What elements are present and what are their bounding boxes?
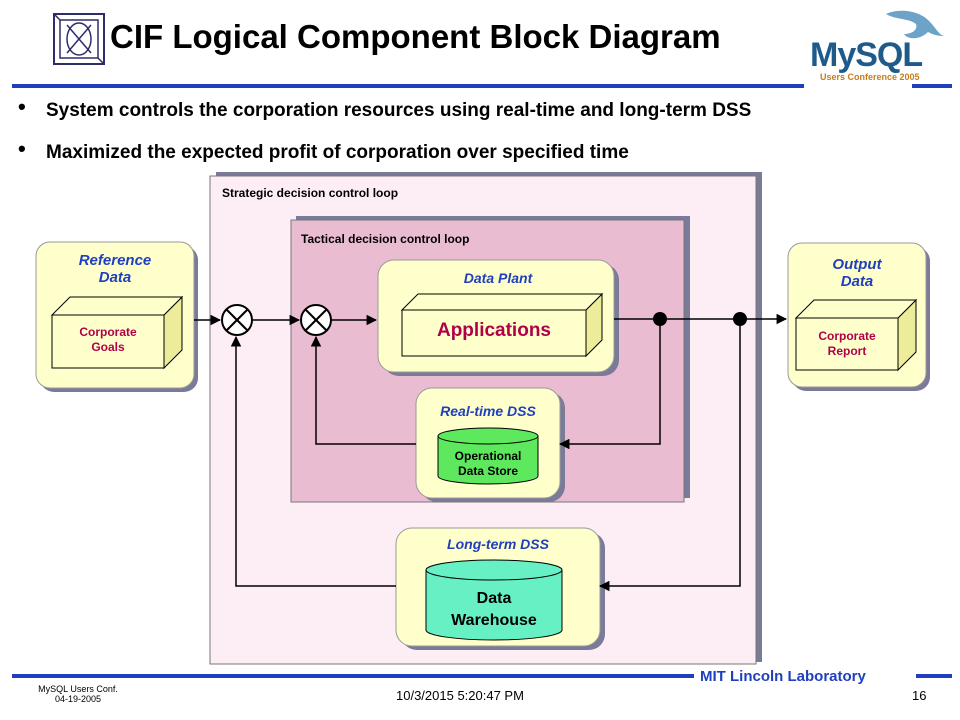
corporate-goals-top (50, 296, 184, 316)
conference-label: MySQL Users Conf. 04-19-2005 (18, 684, 138, 704)
data-plant-title: Data Plant (463, 270, 533, 286)
mysql-logo-subtext: Users Conference 2005 (820, 72, 920, 82)
operational-data-store-label: Operational Data Store (438, 449, 538, 479)
applications-box (401, 309, 587, 357)
corporate-report-top (794, 299, 918, 319)
output-data-title-line2: Data (840, 273, 874, 290)
tactical-loop-label: Tactical decision control loop (301, 232, 470, 246)
feedback-realtime-to-junction (310, 335, 416, 445)
corporate-goals-line2: Goals (91, 340, 125, 354)
conference-line2: 04-19-2005 (54, 694, 102, 704)
corporate-goals-box (51, 314, 165, 369)
operational-data-store-top (437, 427, 539, 445)
corporate-goals-line1: Corporate (79, 325, 137, 339)
data-warehouse-cylinder (425, 570, 563, 641)
bullet-marker: • (18, 136, 26, 161)
operational-data-store-line2: Data Store (457, 464, 519, 478)
feedback-to-realtime-dss (558, 319, 661, 450)
reference-data-title-line2: Data (98, 269, 132, 286)
page-title: CIF Logical Component Block Diagram (110, 18, 721, 55)
data-warehouse-line1: Data (476, 590, 512, 607)
lincoln-lab-logo (50, 10, 108, 68)
page-number: 16 (912, 688, 927, 703)
operational-data-store-line1: Operational (454, 449, 522, 463)
footer-rule-right (916, 674, 952, 678)
corporate-report-box (795, 317, 899, 371)
bullet-2: Maximized the expected profit of corpora… (46, 142, 629, 163)
timestamp: 10/3/2015 5:20:47 PM (396, 688, 524, 703)
title-rule-right (912, 84, 952, 88)
bullet-1: System controls the corporation resource… (46, 100, 752, 121)
title-rule (12, 84, 804, 88)
reference-data-title: Reference Data (36, 252, 194, 286)
corporate-goals-label: Corporate Goals (52, 325, 164, 355)
conference-line1: MySQL Users Conf. (38, 684, 118, 694)
summing-junction-strategic (221, 304, 253, 336)
bullet-marker: • (18, 94, 26, 119)
feedback-longterm-to-junction (230, 335, 396, 587)
longterm-dss-title: Long-term DSS (447, 536, 549, 552)
mysql-logo-text: MySQL (810, 36, 923, 74)
strategic-loop-label: Strategic decision control loop (222, 186, 399, 200)
feedback-to-longterm-dss (598, 319, 741, 592)
applications-label: Applications (436, 320, 551, 341)
reference-data-title-line1: Reference (78, 252, 152, 269)
footer-rule-left (12, 674, 694, 678)
data-warehouse-label: Data Warehouse (426, 588, 562, 632)
lab-name: MIT Lincoln Laboratory (700, 668, 866, 685)
applications-top (400, 293, 604, 311)
summing-junction-tactical (300, 304, 332, 336)
output-data-title: Output Data (788, 256, 926, 290)
operational-data-store-cylinder (437, 436, 539, 485)
corporate-report-line2: Report (827, 344, 867, 358)
mysql-logo: MySQL Users Conference 2005 (808, 6, 948, 84)
corporate-report-line1: Corporate (818, 329, 876, 343)
data-warehouse-top (425, 559, 563, 581)
data-warehouse-line2: Warehouse (451, 612, 537, 629)
realtime-dss-title: Real-time DSS (440, 403, 536, 419)
corporate-report-label: Corporate Report (796, 329, 898, 359)
dolphin-icon (886, 10, 944, 39)
output-data-title-line1: Output (832, 256, 882, 273)
